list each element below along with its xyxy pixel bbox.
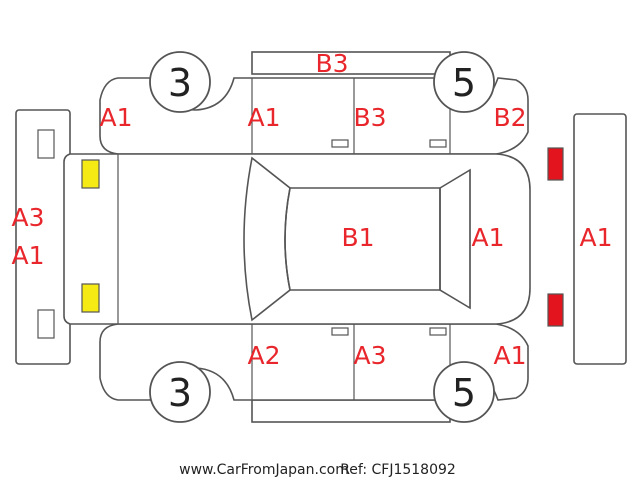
front-light-top	[81, 159, 100, 189]
top-view-body	[63, 153, 531, 325]
wheel-rear-left-number: 5	[452, 61, 476, 105]
rear-light-bottom	[547, 293, 564, 327]
front-light-bottom	[81, 283, 100, 313]
front-bumper-panel	[15, 109, 71, 365]
wheel-front-right-number: 3	[168, 371, 192, 415]
side-sill-top	[251, 51, 451, 75]
side-body-upper	[99, 77, 529, 155]
lower-door-handle-front	[331, 327, 349, 336]
code-rear-left-door: B3	[353, 103, 386, 132]
code-front-bumper-1: A3	[11, 203, 44, 232]
footer-source: www.CarFromJapan.com	[179, 462, 349, 478]
code-rear-window-area: A1	[471, 223, 504, 252]
wheel-front-left-number: 3	[168, 61, 192, 105]
code-front-left-fender: A1	[99, 103, 132, 132]
rear-bumper-panel	[573, 113, 627, 365]
front-bumper-fog-bottom	[37, 309, 55, 339]
code-rear-bumper: A1	[579, 223, 612, 252]
code-front-bumper-2: A1	[11, 241, 44, 270]
roof-panel	[284, 187, 441, 291]
code-rear-right-quarter: A1	[493, 341, 526, 370]
code-rear-right-door: A3	[353, 341, 386, 370]
upper-door-handle-front	[331, 139, 349, 148]
wheel-rear-left	[433, 51, 495, 113]
side-body-lower	[99, 323, 529, 401]
rear-light-top	[547, 147, 564, 181]
code-roof: B1	[341, 223, 374, 252]
side-sill-bottom	[251, 399, 451, 423]
wheel-front-right	[149, 361, 211, 423]
upper-door-handle-rear	[429, 139, 447, 148]
wheel-rear-right	[433, 361, 495, 423]
front-bumper-fog-top	[37, 129, 55, 159]
code-front-right-door: A2	[247, 341, 280, 370]
code-front-left-door: A1	[247, 103, 280, 132]
footer-ref: Ref: CFJ1518092	[340, 462, 456, 478]
wheel-rear-right-number: 5	[452, 371, 476, 415]
lower-door-handle-rear	[429, 327, 447, 336]
code-rear-left-quarter: B2	[493, 103, 526, 132]
wheel-front-left	[149, 51, 211, 113]
code-roof-top-rear: B3	[315, 49, 348, 78]
